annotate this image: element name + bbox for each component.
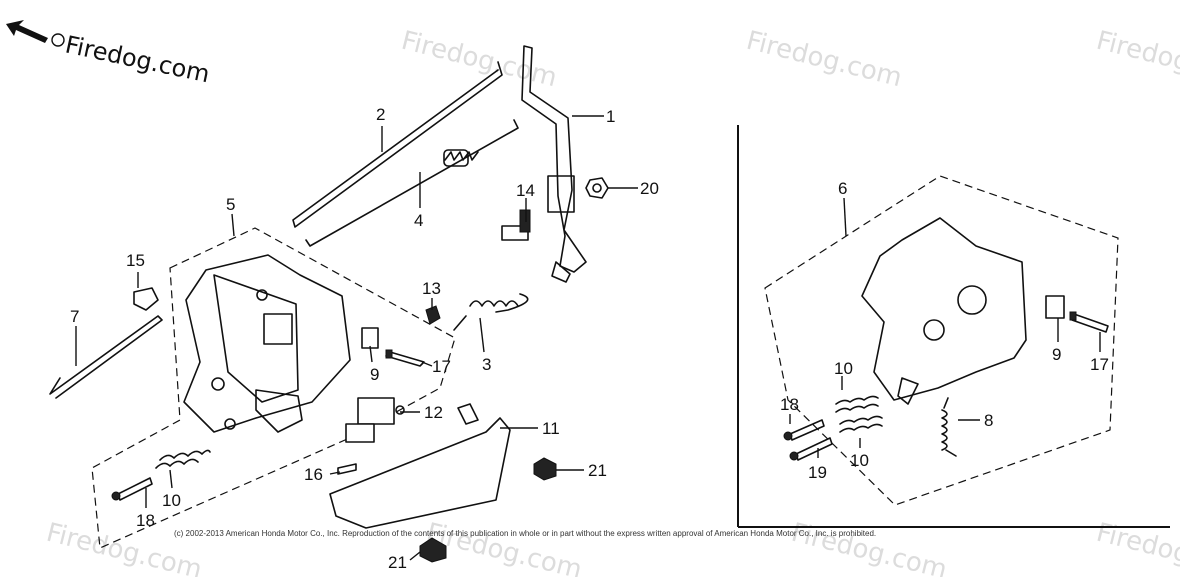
callout-10-left[interactable]: 10 bbox=[162, 491, 181, 510]
callout-19[interactable]: 19 bbox=[808, 463, 827, 482]
part-21-bolt-lower[interactable] bbox=[419, 537, 447, 563]
callout-4[interactable]: 4 bbox=[414, 211, 423, 230]
watermark-bottom-center: Firedog.com bbox=[423, 518, 585, 577]
callout-2[interactable]: 2 bbox=[376, 105, 385, 124]
callout-13[interactable]: 13 bbox=[422, 279, 441, 298]
callouts: 1 2 3 4 5 6 7 8 9 9 10 10 10 11 12 13 14… bbox=[70, 105, 1109, 572]
part-10-spring-right-upper[interactable] bbox=[835, 395, 879, 413]
part-10-spring-right-lower[interactable] bbox=[839, 415, 883, 433]
watermark-top-right: Firedog.com bbox=[743, 26, 905, 94]
part-18-screw-right[interactable] bbox=[783, 419, 825, 441]
callout-9-left[interactable]: 9 bbox=[370, 365, 379, 384]
callout-20[interactable]: 20 bbox=[640, 179, 659, 198]
part-3-spring[interactable] bbox=[453, 293, 529, 331]
part-14-bolt[interactable] bbox=[501, 209, 531, 241]
callout-15[interactable]: 15 bbox=[126, 251, 145, 270]
part-15-clip[interactable] bbox=[133, 287, 159, 311]
part-7-rod[interactable] bbox=[49, 315, 163, 399]
copyright-notice: (c) 2002-2013 American Honda Motor Co., … bbox=[174, 529, 876, 538]
part-18-screw-left[interactable] bbox=[111, 477, 153, 501]
callout-9-right[interactable]: 9 bbox=[1052, 345, 1061, 364]
part-9-clip-right[interactable] bbox=[1045, 295, 1065, 319]
callout-5[interactable]: 5 bbox=[226, 195, 235, 214]
part-8-spring[interactable] bbox=[941, 397, 957, 457]
callout-11[interactable]: 11 bbox=[542, 419, 560, 438]
callout-17-left[interactable]: 17 bbox=[432, 357, 451, 376]
part-19-screw[interactable] bbox=[789, 437, 833, 461]
spring-coil-4 bbox=[443, 149, 479, 167]
registered-mark-icon bbox=[51, 33, 65, 47]
callout-14[interactable]: 14 bbox=[516, 181, 535, 200]
part-13-bolt[interactable] bbox=[425, 305, 441, 325]
callout-17-right[interactable]: 17 bbox=[1090, 355, 1109, 374]
callout-21-upper[interactable]: 21 bbox=[588, 461, 607, 480]
brand-text: Firedog.com bbox=[63, 30, 212, 88]
callout-3[interactable]: 3 bbox=[482, 355, 491, 374]
part-6-control-assembly[interactable] bbox=[861, 217, 1027, 405]
leader-lines bbox=[75, 115, 1101, 561]
callout-10-right-upper[interactable]: 10 bbox=[834, 359, 853, 378]
part-4-spring-rod[interactable] bbox=[305, 119, 519, 247]
callout-1[interactable]: 1 bbox=[606, 107, 615, 126]
assembly-5-outline bbox=[91, 227, 456, 549]
callout-16[interactable]: 16 bbox=[304, 465, 323, 484]
watermark-top-far-right: Firedog.com bbox=[1093, 26, 1180, 94]
part-1-lever-arm[interactable] bbox=[521, 45, 587, 283]
part-16-screw[interactable] bbox=[337, 463, 357, 475]
right-panel-frame bbox=[737, 125, 1170, 528]
part-17-screw-right[interactable] bbox=[1069, 311, 1109, 333]
part-2-rod[interactable] bbox=[292, 61, 503, 228]
part-11-cover[interactable] bbox=[329, 403, 511, 529]
callout-6[interactable]: 6 bbox=[838, 179, 847, 198]
callout-7[interactable]: 7 bbox=[70, 307, 79, 326]
part-10-spring-left[interactable] bbox=[155, 449, 211, 469]
callout-8[interactable]: 8 bbox=[984, 411, 993, 430]
part-21-bolt-upper[interactable] bbox=[533, 457, 557, 481]
callout-12[interactable]: 12 bbox=[424, 403, 443, 422]
back-arrow-icon[interactable] bbox=[6, 20, 48, 43]
part-9-clip-left[interactable] bbox=[361, 327, 379, 349]
part-5-control-base[interactable] bbox=[183, 254, 351, 433]
part-17-screw-left[interactable] bbox=[385, 349, 425, 367]
brand-logo: Firedog.com bbox=[6, 20, 212, 88]
watermark-bottom-left: Firedog.com bbox=[43, 518, 205, 577]
callout-18-right[interactable]: 18 bbox=[780, 395, 799, 414]
part-12-switch[interactable] bbox=[345, 397, 405, 443]
callout-18-left[interactable]: 18 bbox=[136, 511, 155, 530]
part-20-nut[interactable] bbox=[585, 177, 609, 199]
assembly-6-outline bbox=[764, 175, 1119, 506]
callout-21-lower[interactable]: 21 bbox=[388, 553, 407, 572]
callout-10-right-lower[interactable]: 10 bbox=[850, 451, 869, 470]
